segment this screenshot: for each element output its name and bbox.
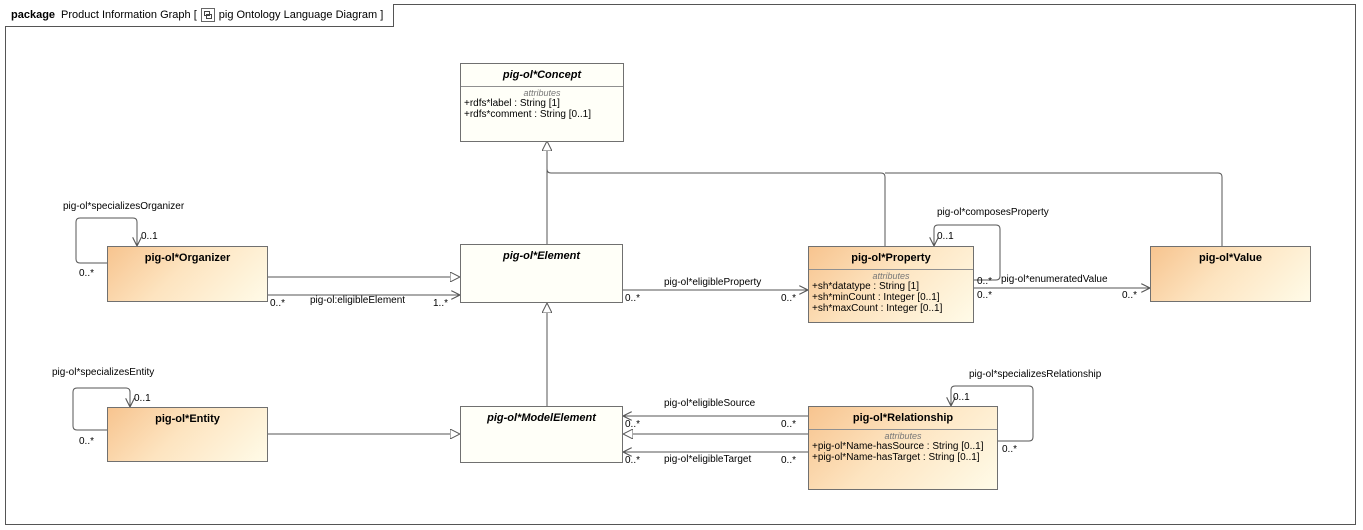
class-name: pig-ol*ModelElement xyxy=(487,412,596,424)
association-name: pig-ol*specializesOrganizer xyxy=(63,201,185,212)
association-name: pig-ol*specializesEntity xyxy=(52,367,155,378)
compartment-divider xyxy=(809,269,973,270)
class-name: pig-ol*Organizer xyxy=(144,252,231,264)
class-name: pig-ol*Entity xyxy=(155,413,220,425)
multiplicity-source: 0..* xyxy=(79,268,95,279)
attribute-row[interactable]: +sh*datatype : String [1] xyxy=(812,281,920,292)
class-value[interactable]: pig-ol*Value xyxy=(1150,246,1311,302)
attribute-row[interactable]: +pig-ol*Name-hasSource : String [0..1] xyxy=(812,441,984,452)
compartment-divider xyxy=(809,429,997,430)
attribute-row[interactable]: +rdfs*comment : String [0..1] xyxy=(464,109,591,120)
multiplicity-target: 0..1 xyxy=(953,392,970,403)
association-specializes-relationship[interactable] xyxy=(951,385,1034,442)
class-element[interactable]: pig-ol*Element xyxy=(460,244,623,303)
class-name: pig-ol*Value xyxy=(1199,252,1262,264)
diagram-frame-tab: package Product Information Graph [ pig … xyxy=(5,4,395,27)
class-name: pig-ol*Element xyxy=(502,250,580,262)
multiplicity-target: 0..* xyxy=(781,419,797,430)
frame-keyword: package xyxy=(11,9,56,21)
multiplicity-source: 0..* xyxy=(625,419,641,430)
diagram-name: pig Ontology Language Diagram ] xyxy=(218,9,384,21)
multiplicity-source: 0..* xyxy=(625,293,641,304)
multiplicity-source: 0..* xyxy=(625,455,641,466)
class-name: pig-ol*Concept xyxy=(502,69,582,81)
multiplicity-target: 0..* xyxy=(1122,290,1138,301)
compartment-label: attributes xyxy=(872,271,910,281)
multiplicity-source: 0..* xyxy=(1002,444,1018,455)
class-entity[interactable]: pig-ol*Entity xyxy=(107,407,268,462)
attribute-row[interactable]: +pig-ol*Name-hasTarget : String [0..1] xyxy=(812,452,980,463)
multiplicity-source: 0..* xyxy=(270,298,286,309)
association-name: pig-ol*eligibleSource xyxy=(664,398,756,409)
attribute-row[interactable]: +rdfs*label : String [1] xyxy=(464,98,560,109)
multiplicity-target: 0..* xyxy=(781,293,797,304)
multiplicity-target: 0..1 xyxy=(141,231,158,242)
association-name: pig-ol*enumeratedValue xyxy=(1001,274,1108,285)
association-name: pig-ol*specializesRelationship xyxy=(969,369,1102,380)
class-diagram-icon xyxy=(200,8,215,22)
compartment-label: attributes xyxy=(523,88,561,98)
multiplicity-target: 1..* xyxy=(433,298,449,309)
multiplicity-source: 0..* xyxy=(977,276,993,287)
class-model-element[interactable]: pig-ol*ModelElement xyxy=(460,406,623,463)
class-property[interactable]: pig-ol*Property attributes +sh*datatype … xyxy=(808,246,974,323)
association-name: pig-ol*eligibleProperty xyxy=(664,277,762,288)
multiplicity-target: 0..* xyxy=(781,455,797,466)
association-name: pig-ol*composesProperty xyxy=(937,207,1049,218)
frame-title: Product Information Graph [ xyxy=(61,9,197,21)
multiplicity-source: 0..* xyxy=(977,290,993,301)
attribute-row[interactable]: +sh*maxCount : Integer [0..1] xyxy=(812,303,943,314)
attribute-row[interactable]: +sh*minCount : Integer [0..1] xyxy=(812,292,940,303)
association-specializes-organizer[interactable] xyxy=(75,217,137,264)
multiplicity-target: 0..1 xyxy=(937,231,954,242)
multiplicity-source: 0..* xyxy=(79,436,95,447)
generalization-property-concept[interactable] xyxy=(546,168,886,246)
class-concept[interactable]: pig-ol*Concept attributes +rdfs*label : … xyxy=(460,63,624,142)
compartment-divider xyxy=(461,86,623,87)
association-name: pig-ol:eligibleElement xyxy=(310,295,406,306)
generalization-value-concept[interactable] xyxy=(885,172,1223,246)
multiplicity-target: 0..1 xyxy=(134,393,151,404)
class-name: pig-ol*Relationship xyxy=(852,412,954,424)
association-specializes-entity[interactable] xyxy=(72,387,130,431)
class-relationship[interactable]: pig-ol*Relationship attributes +pig-ol*N… xyxy=(808,406,998,490)
association-name: pig-ol*eligibleTarget xyxy=(664,454,752,465)
class-name: pig-ol*Property xyxy=(851,252,931,264)
association-composes-property[interactable] xyxy=(934,224,1001,281)
class-organizer[interactable]: pig-ol*Organizer xyxy=(107,246,268,302)
compartment-label: attributes xyxy=(884,431,922,441)
